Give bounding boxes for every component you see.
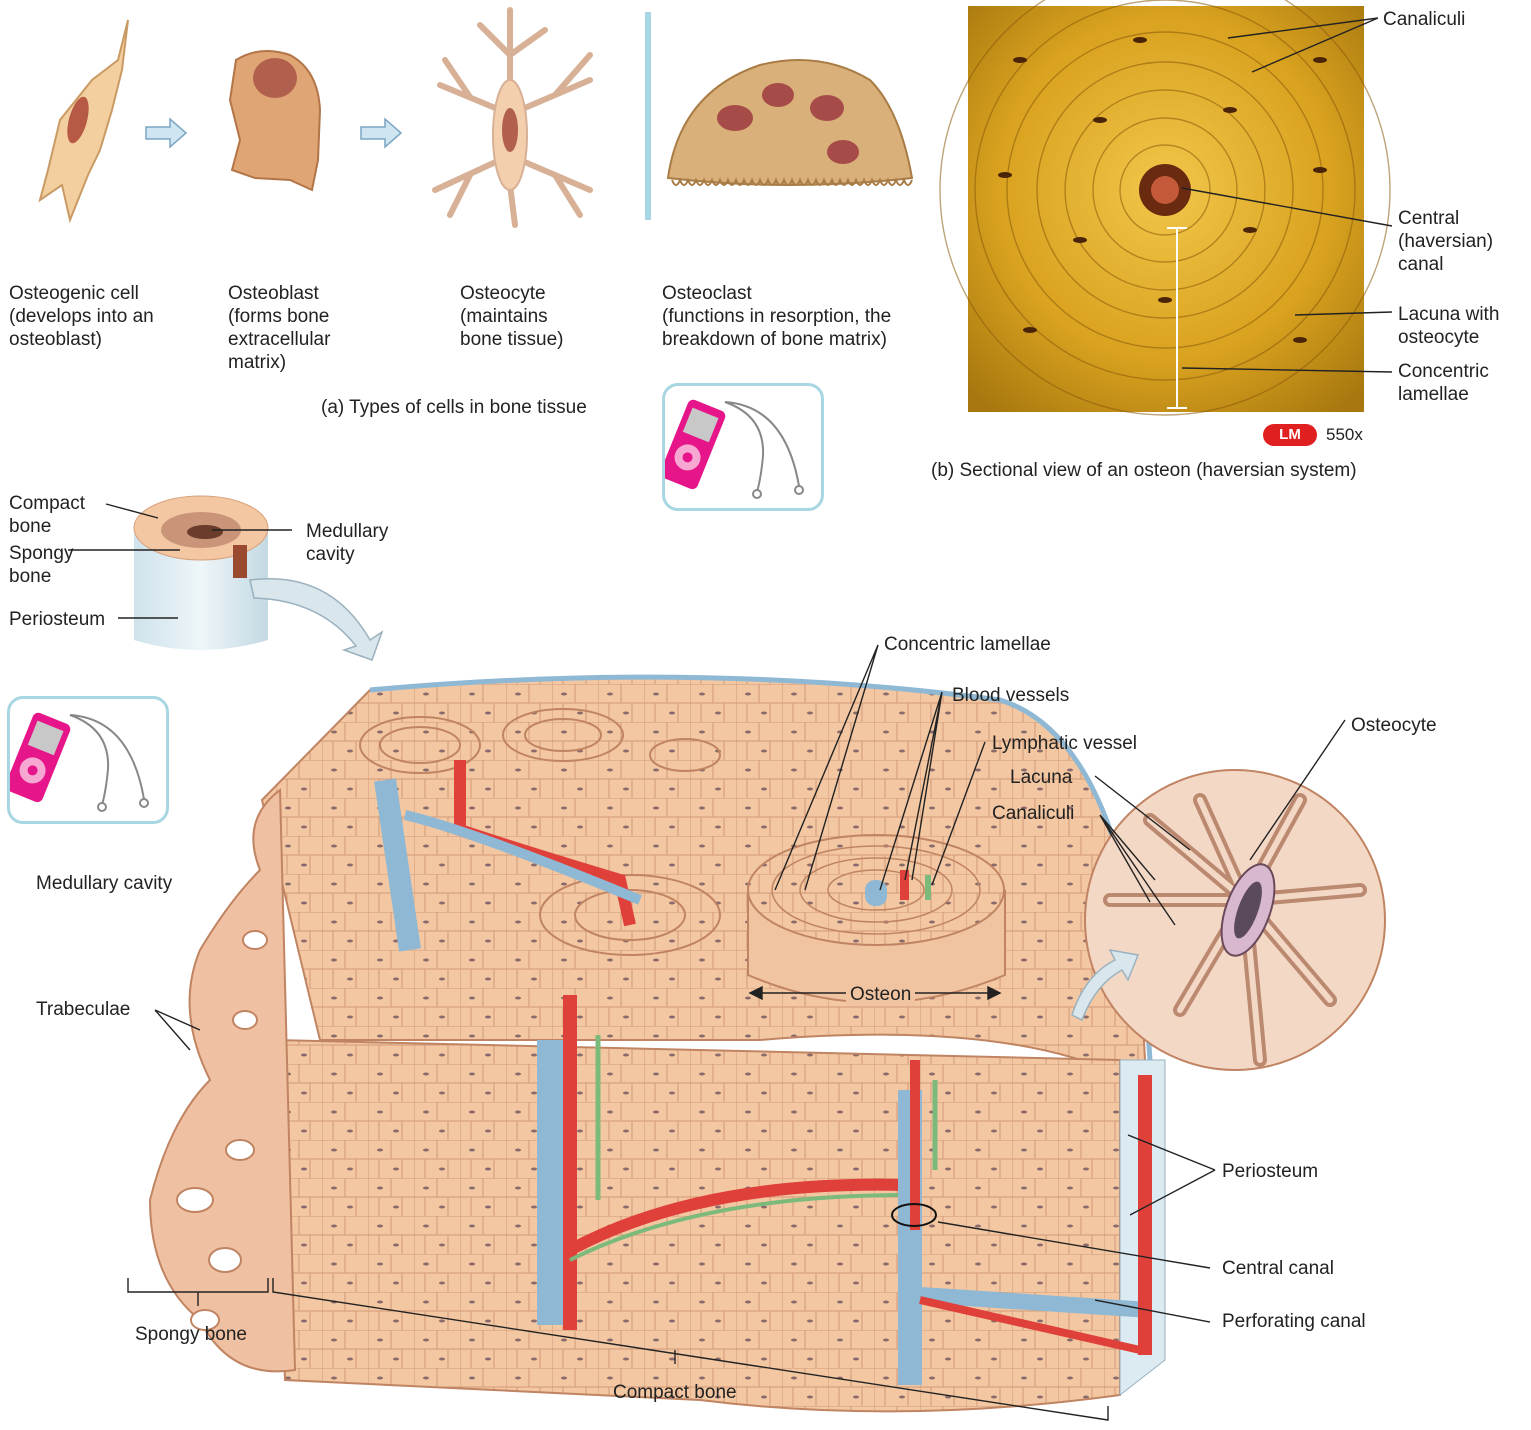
- label-concentric-lamellae: Concentric lamellae: [884, 633, 1051, 656]
- label-inset-medullary-cavity: Medullary cavity: [306, 520, 388, 566]
- label-osteocyte-main: Osteocyte: [1351, 714, 1437, 737]
- label-inset-spongy-bone: Spongy bone: [9, 542, 73, 588]
- label-spongy-bone: Spongy bone: [135, 1323, 247, 1346]
- lm-badge: LM: [1263, 424, 1317, 446]
- label-inset-periosteum: Periosteum: [9, 608, 105, 631]
- osteogenic-cell-drawing: [40, 20, 128, 220]
- caption-panel-a: (a) Types of cells in bone tissue: [321, 396, 587, 419]
- label-lacuna: Lacuna: [1010, 766, 1072, 789]
- label-osteon: Osteon: [846, 983, 915, 1006]
- label-trabeculae: Trabeculae: [36, 998, 130, 1021]
- panel-divider: [645, 12, 651, 220]
- label-lymphatic-vessel: Lymphatic vessel: [992, 732, 1137, 755]
- media-player-icon: [665, 386, 821, 508]
- media-player-box-left[interactable]: [7, 696, 169, 824]
- magnification-label: 550x: [1326, 424, 1363, 446]
- label-osteoclast: Osteoclast (functions in resorption, the…: [662, 282, 891, 351]
- label-medullary-cavity: Medullary cavity: [36, 872, 172, 895]
- label-osteocyte: Osteocyte (maintains bone tissue): [460, 282, 564, 351]
- label-perforating-canal: Perforating canal: [1222, 1310, 1366, 1333]
- label-blood-vessels: Blood vessels: [952, 684, 1069, 707]
- label-canaliculi-main: Canaliculi: [992, 802, 1074, 825]
- label-inset-compact-bone: Compact bone: [9, 492, 85, 538]
- label-canaliculi-micrograph: Canaliculi: [1383, 8, 1465, 31]
- arrow-right-icon: [361, 119, 401, 147]
- media-player-box-top[interactable]: [662, 383, 824, 511]
- label-periosteum: Periosteum: [1222, 1160, 1318, 1183]
- label-compact-bone: Compact bone: [613, 1381, 737, 1404]
- label-osteogenic-cell: Osteogenic cell (develops into an osteob…: [9, 282, 154, 351]
- osteoclast-drawing: [668, 60, 912, 185]
- label-concentric-lamellae-micrograph: Concentric lamellae: [1398, 360, 1489, 406]
- label-osteoblast: Osteoblast (forms bone extracellular mat…: [228, 282, 330, 374]
- label-central-canal: Central canal: [1222, 1257, 1334, 1280]
- label-central-haversian-canal: Central (haversian) canal: [1398, 207, 1493, 276]
- osteocyte-drawing: [435, 10, 590, 225]
- osteon-micrograph: [940, 0, 1390, 415]
- osteoblast-drawing: [230, 51, 320, 190]
- caption-panel-b: (b) Sectional view of an osteon (haversi…: [931, 459, 1357, 482]
- media-player-icon: [10, 699, 166, 821]
- label-lacuna-with-osteocyte: Lacuna with osteocyte: [1398, 303, 1499, 349]
- curved-arrow-icon: [250, 579, 382, 660]
- arrow-right-icon: [146, 119, 186, 147]
- bone-cylinder-inset: [134, 496, 268, 650]
- osteocyte-magnified-inset: [1085, 770, 1385, 1070]
